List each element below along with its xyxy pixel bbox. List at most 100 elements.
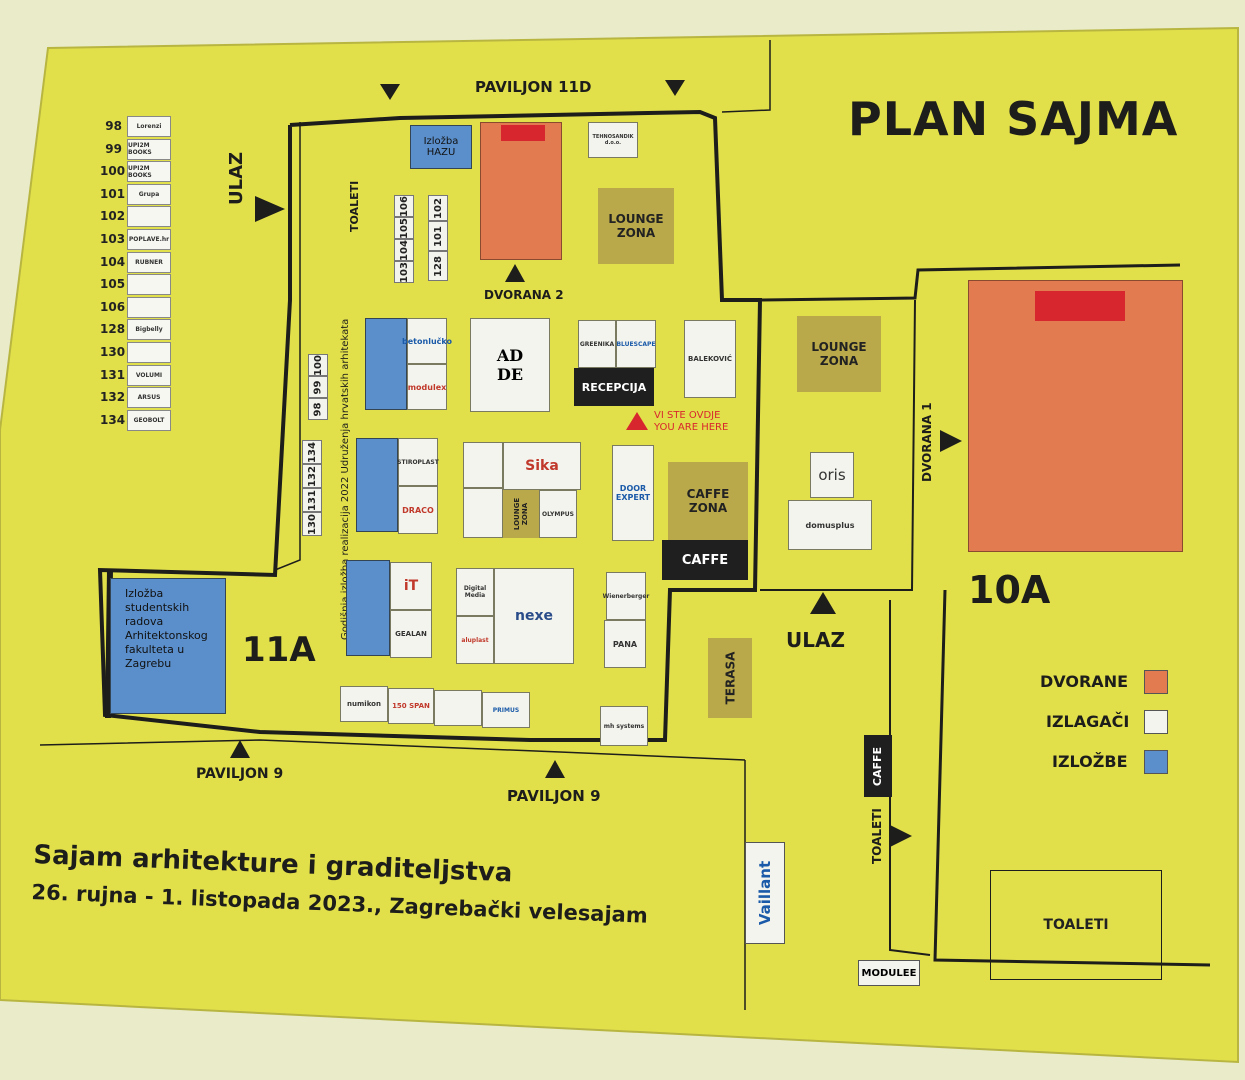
exhibitor-number: 128 [100, 322, 126, 337]
booth-ade[interactable]: AD DE [470, 318, 550, 412]
booth-small-1[interactable] [463, 442, 503, 488]
exhibitor-number: 106 [100, 299, 126, 314]
booth-door-expert-label: DOOR EXPERT [615, 484, 651, 502]
exhibitor-logo [127, 342, 171, 363]
hall-10a-stage [1035, 291, 1125, 321]
exhibitor-list-item[interactable]: 130 [100, 342, 171, 363]
exhibitor-logo [127, 206, 171, 228]
legend-swatch [1144, 750, 1168, 774]
booth-number-cell[interactable]: 132 [302, 464, 322, 488]
booth-number-cell[interactable]: 103 [394, 261, 414, 283]
pavilion-11d-label: PAVILJON 11D [475, 78, 592, 96]
booth-greenika[interactable]: GREENIKA [578, 320, 616, 368]
booth-number-cell[interactable]: 104 [394, 239, 414, 261]
booth-betonlucko-label: betonlučko [402, 336, 452, 346]
booth-number: 134 [306, 441, 318, 463]
booth-tehnoplast-label: TEHNOSANDIK d.o.o. [592, 134, 634, 146]
booth-draco[interactable]: DRACO [398, 486, 438, 534]
legend-label: DVORANE [1040, 672, 1129, 691]
booth-number-cell[interactable]: 105 [394, 217, 414, 239]
hall-10a-area [968, 280, 1183, 552]
booth-number-cell[interactable]: 100 [308, 354, 328, 376]
reception-label: RECEPCIJA [581, 380, 647, 394]
booth-betonlucko[interactable]: betonlučko [402, 318, 452, 364]
booth-oris[interactable]: oris [810, 452, 854, 498]
toilets-box-label: TOALETI [1043, 917, 1109, 933]
entrance-left-label: ULAZ [226, 151, 247, 205]
booth-primus[interactable]: PRIMUS [482, 692, 530, 728]
hazu-exhibit: Izložba HAZU [410, 125, 472, 169]
booth-mh-systems[interactable]: mh systems [600, 706, 648, 746]
exhibitor-number: 131 [100, 367, 126, 382]
booth-number-cell[interactable]: 131 [302, 488, 322, 512]
exhibitor-number: 103 [100, 232, 126, 246]
booth-number-cell[interactable]: 106 [394, 195, 414, 217]
booth-primus-label: PRIMUS [492, 706, 520, 714]
booth-number-cell[interactable]: 101 [428, 221, 448, 251]
booth-number-cell[interactable]: 134 [302, 440, 322, 464]
booth-numikon-label: numikon [347, 700, 381, 708]
hall-2-stage [501, 125, 545, 141]
booth-gealan[interactable]: GEALAN [390, 610, 432, 658]
booth-span[interactable]: 150 SPAN [388, 688, 434, 724]
booth-number-cell[interactable]: 99 [308, 376, 328, 398]
booth-balekovic-label: BALEKOVIĆ [687, 355, 733, 363]
booth-number: 130 [306, 513, 318, 535]
booth-number-cell[interactable]: 130 [302, 512, 322, 536]
booth-numikon[interactable]: numikon [340, 686, 388, 722]
exhibitor-logo: POPLAVE.hr [127, 229, 171, 250]
exhibitor-logo: RUBNER [127, 251, 171, 273]
exhibitor-list-item[interactable]: 102 [100, 206, 171, 228]
booth-stiroplast[interactable]: STIROPLAST [397, 438, 439, 486]
pavilion-9-left-label: PAVILJON 9 [196, 766, 284, 782]
booth-digital-media[interactable]: Digital Media [456, 568, 494, 616]
booth-number: 100 [312, 354, 324, 376]
booth-wienerberger[interactable]: Wienerberger [603, 572, 649, 620]
caffe-area-label: CAFFE [681, 552, 729, 568]
booth-number-cell[interactable]: 98 [308, 398, 328, 420]
booth-sika[interactable]: Sika [503, 442, 581, 490]
booth-number-cell[interactable]: 128 [428, 251, 448, 281]
booth-it[interactable]: iT [390, 562, 432, 610]
booth-nexe[interactable]: nexe [494, 568, 574, 664]
modulee-label: MODULEE [861, 967, 917, 979]
exhibitor-list-item[interactable]: 105 [100, 274, 171, 296]
lounge-zone-1-label: LOUNGE ZONA [608, 212, 664, 240]
booth-pana[interactable]: PANA [604, 620, 646, 668]
legend-swatch [1144, 710, 1168, 734]
booth-small-2[interactable] [463, 488, 503, 538]
you-are-here-label: VI STE OVDJE YOU ARE HERE [654, 410, 728, 434]
booth-empty[interactable] [434, 690, 482, 726]
booth-olympus[interactable]: OLYMPUS [539, 490, 577, 538]
booth-door-expert[interactable]: DOOR EXPERT [612, 445, 654, 541]
pavilion-9-right-label: PAVILJON 9 [507, 787, 601, 805]
booth-tehnoplast[interactable]: TEHNOSANDIK d.o.o. [588, 122, 638, 158]
booth-bluescape[interactable]: BLUESCAPE [616, 320, 656, 368]
reception: RECEPCIJA [574, 368, 654, 406]
exhibitor-number: 132 [100, 390, 126, 405]
booth-aluplast[interactable]: aluplast [456, 616, 494, 664]
booth-draco-label: DRACO [402, 505, 434, 515]
booth-balekovic[interactable]: BALEKOVIĆ [684, 320, 736, 398]
exhibit-block-3 [346, 560, 390, 656]
toilets-right-label: TOALETI [870, 808, 884, 864]
booth-number: 132 [306, 465, 318, 487]
exhibitor-logo [127, 296, 171, 318]
exhibitor-list-item[interactable]: 106 [100, 296, 171, 318]
lounge-small-label: LOUNGE ZONA [513, 497, 529, 531]
exhibitor-logo [127, 274, 171, 296]
booth-number-cell[interactable]: 102 [428, 195, 448, 221]
booth-domusplus[interactable]: domusplus [788, 500, 872, 550]
booth-modulex[interactable]: modulex [407, 364, 447, 410]
lounge-small: LOUNGE ZONA [503, 490, 539, 538]
